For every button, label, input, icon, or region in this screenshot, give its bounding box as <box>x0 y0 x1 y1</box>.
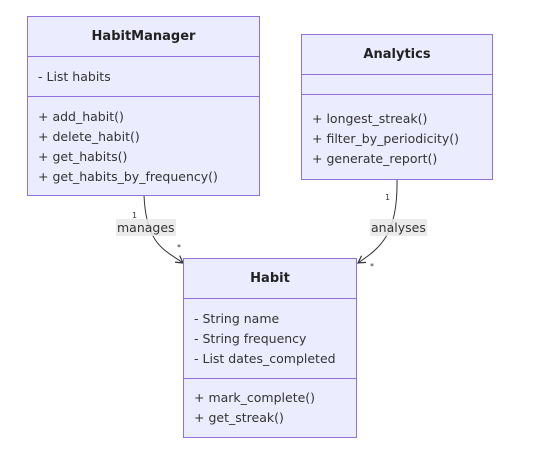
method: + get_habits() <box>38 149 128 164</box>
class-habit[interactable]: Habit - String name - String frequency -… <box>183 258 357 438</box>
manages-target-multiplicity: * <box>177 243 181 252</box>
attribute: - List dates_completed <box>194 351 336 366</box>
manages-label: manages <box>116 219 176 236</box>
manages-edge <box>143 194 184 264</box>
method: + generate_report() <box>312 151 438 166</box>
class-name: HabitManager <box>28 17 259 57</box>
method: + get_habits_by_frequency() <box>38 169 218 184</box>
methods-section: + mark_complete() + get_streak() <box>184 379 356 428</box>
method: + get_streak() <box>194 410 284 425</box>
method: + longest_streak() <box>312 111 428 126</box>
attributes-section: - List habits <box>28 57 259 97</box>
manages-source-multiplicity: 1 <box>132 211 138 220</box>
attribute: - String frequency <box>194 331 307 346</box>
class-analytics[interactable]: Analytics + longest_streak() + filter_by… <box>301 34 493 180</box>
method: + add_habit() <box>38 109 124 124</box>
class-name: Analytics <box>302 35 492 75</box>
analyses-label: analyses <box>370 219 427 236</box>
class-habitmanager[interactable]: HabitManager - List habits + add_habit()… <box>27 16 260 196</box>
attributes-section <box>302 75 492 95</box>
attribute: - String name <box>194 311 280 326</box>
class-name: Habit <box>184 259 356 299</box>
methods-section: + longest_streak() + filter_by_periodici… <box>302 95 492 169</box>
attributes-section: - String name - String frequency - List … <box>184 299 356 379</box>
method: + delete_habit() <box>38 129 140 144</box>
analyses-target-multiplicity: * <box>370 262 374 271</box>
methods-section: + add_habit() + delete_habit() + get_hab… <box>28 97 259 187</box>
analyses-edge <box>357 179 398 264</box>
method: + mark_complete() <box>194 390 316 405</box>
attribute: - List habits <box>38 69 111 84</box>
analyses-source-multiplicity: 1 <box>385 193 391 202</box>
method: + filter_by_periodicity() <box>312 131 460 146</box>
